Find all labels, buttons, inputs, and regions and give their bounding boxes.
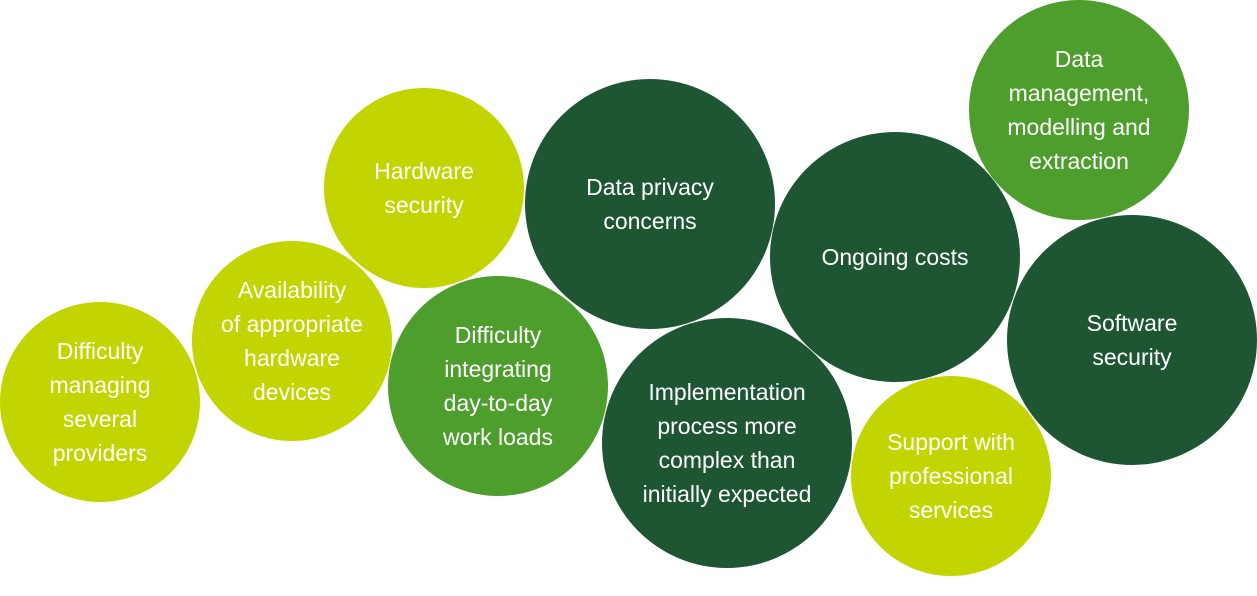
- bubble-difficulty-managing-providers: Difficulty managing several providers: [0, 302, 200, 502]
- bubble-support-professional-services: Support with professional services: [851, 376, 1051, 576]
- bubble-label: Difficulty integrating day-to-day work l…: [443, 322, 553, 450]
- bubble-difficulty-integrating-workloads: Difficulty integrating day-to-day work l…: [388, 276, 608, 496]
- bubble-hardware-security: Hardware security: [324, 88, 524, 288]
- bubble-label: Implementation process more complex than…: [642, 379, 812, 507]
- bubble-data-privacy-concerns: Data privacy concerns: [525, 79, 775, 329]
- bubble-label: Difficulty managing several providers: [49, 338, 151, 466]
- bubble-implementation-complexity: Implementation process more complex than…: [602, 318, 852, 568]
- bubble-label: Software security: [1086, 310, 1178, 370]
- bubble-ongoing-costs: Ongoing costs: [770, 132, 1020, 382]
- bubble-label: Availability of appropriate hardware dev…: [221, 277, 363, 405]
- bubble-label: Support with professional services: [887, 429, 1015, 523]
- bubble-availability-hardware-devices: Availability of appropriate hardware dev…: [192, 241, 392, 441]
- bubble-data-management: Data management, modelling and extractio…: [969, 0, 1189, 220]
- bubble-label: Data management, modelling and extractio…: [1007, 46, 1151, 174]
- bubble-label: Ongoing costs: [821, 244, 969, 270]
- bubble-label: Data privacy concerns: [586, 174, 714, 234]
- bubble-software-security: Software security: [1007, 215, 1257, 465]
- bubble-label: Hardware security: [374, 158, 474, 218]
